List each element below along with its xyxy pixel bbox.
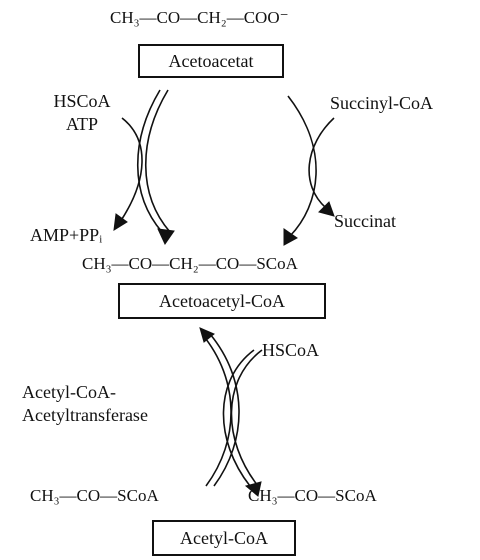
thiolase-arrow-line-right <box>222 349 255 487</box>
acetoacetyl-coa-box: Acetoacetyl-CoA <box>118 283 326 319</box>
activation-side-arrow-line <box>119 117 143 223</box>
transfer-main-arrowhead <box>283 228 298 246</box>
transfer-input-succinyl-coa: Succinyl-CoA <box>330 93 433 113</box>
thiolase-arrow-line-right-parallel <box>230 349 263 487</box>
activation-output-amp: AMP+PPᵢ <box>30 225 103 245</box>
thiolase-cosubstrate-hscoa: HSCoA <box>262 340 320 360</box>
transfer-main-arrow-line <box>287 95 317 237</box>
transfer-side-arrowhead <box>318 201 335 217</box>
enzyme-name-line-1: Acetyl-CoA- <box>22 382 116 402</box>
activation-side-arrowhead <box>113 213 128 231</box>
transfer-output-succinate: Succinat <box>334 211 396 231</box>
thiolase-arrowhead-bottom <box>244 481 262 497</box>
product-formula-left: CH₃—CO—SCoA <box>30 486 159 505</box>
acetoacetyl-coa-formula: CH₃—CO—CH₂—CO—SCoA <box>82 254 298 273</box>
acetyl-coa-label: Acetyl-CoA <box>180 527 268 548</box>
acetoacetate-box: Acetoacetat <box>138 44 284 78</box>
enzyme-name-line-2: Acetyltransferase <box>22 405 148 425</box>
thiolase-arrow-line-left-parallel <box>209 333 240 487</box>
product-formula-right: CH₃—CO—SCoA <box>248 486 377 505</box>
transfer-side-arrow-line <box>308 117 335 209</box>
activation-main-arrowhead <box>157 228 175 246</box>
activation-input-hscoa: HSCoA <box>53 91 111 111</box>
thiolase-arrow-line-left <box>201 333 232 487</box>
activation-main-arrow-line-b <box>145 89 171 233</box>
thiolase-arrowhead-top <box>199 327 215 343</box>
activation-main-arrow-line-a <box>137 89 163 233</box>
activation-input-atp: ATP <box>65 114 98 134</box>
acetyl-coa-box: Acetyl-CoA <box>152 520 296 556</box>
acetoacetyl-coa-label: Acetoacetyl-CoA <box>159 290 285 311</box>
acetoacetate-label: Acetoacetat <box>168 50 254 71</box>
acetoacetate-formula: CH₃—CO—CH₂—COO⁻ <box>110 8 289 27</box>
